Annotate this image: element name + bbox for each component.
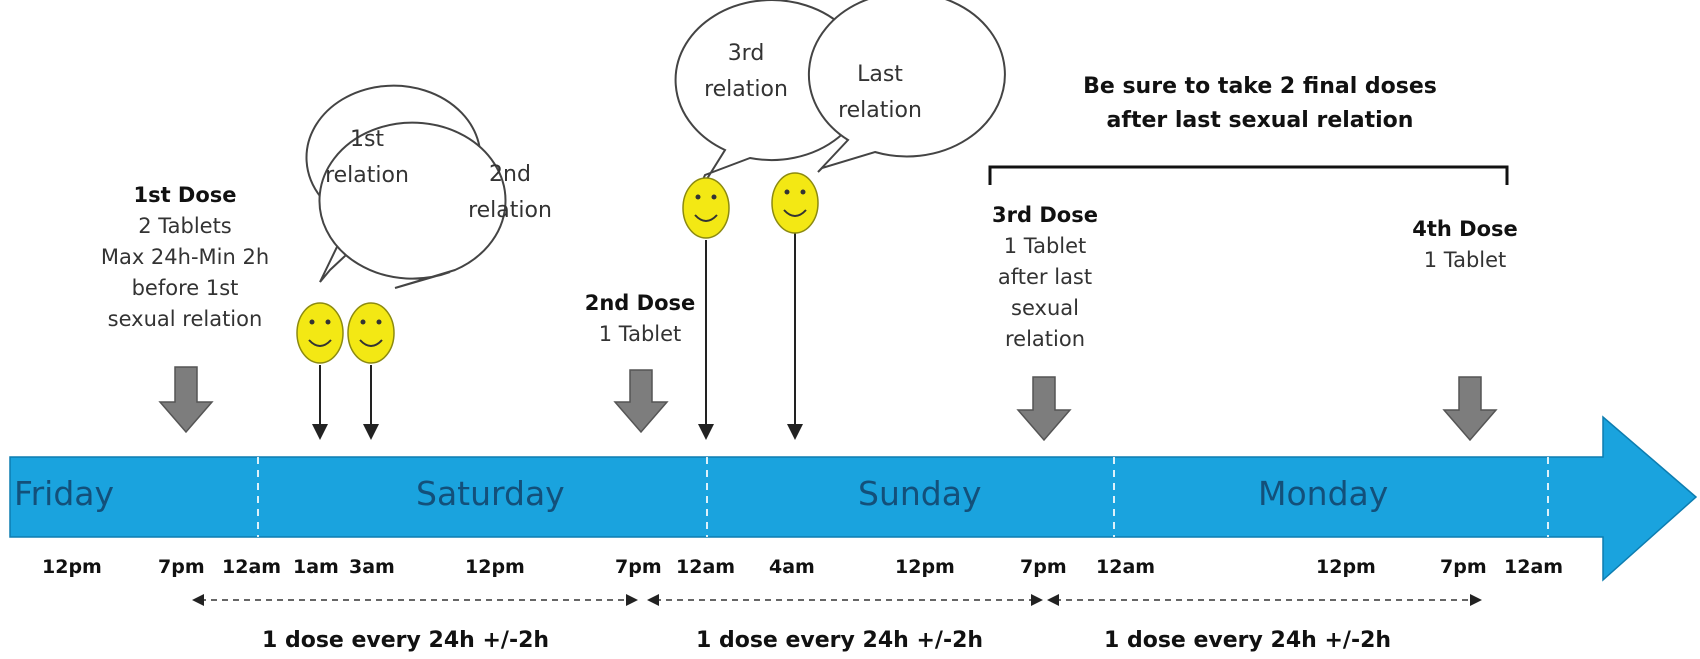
dose-detail: sexual	[1011, 296, 1079, 320]
dose-title: 1st Dose	[133, 183, 237, 207]
day-label-sunday: Sunday	[858, 474, 982, 513]
dose-arrow-icon	[1016, 376, 1072, 442]
time-label: 7pm	[1020, 556, 1067, 578]
day-label-monday: Monday	[1258, 474, 1389, 513]
relation-ordinal: 3rd	[727, 41, 765, 66]
interval-arrowhead	[1470, 594, 1482, 606]
dose-label-1st: 1st Dose 2 Tablets Max 24h-Min 2h before…	[80, 180, 290, 335]
speech-bubble-2nd	[318, 121, 507, 289]
relation-word: relation	[838, 98, 922, 123]
time-label: 12am	[1504, 556, 1564, 578]
interval-arrowhead	[1047, 594, 1059, 606]
day-label-friday: Friday	[14, 474, 115, 513]
dose-detail: after last	[997, 265, 1093, 289]
time-label: 7pm	[615, 556, 662, 578]
relation-word: relation	[704, 77, 788, 102]
smiley-icon	[771, 172, 819, 234]
smiley-icon	[347, 302, 395, 364]
interval-label: 1 dose every 24h +/-2h	[696, 628, 984, 653]
dose-title: 3rd Dose	[992, 203, 1098, 227]
dose-detail: 2 Tablets	[138, 214, 232, 238]
relation-ordinal: 2nd	[489, 162, 531, 187]
dose-detail: sexual relation	[107, 307, 263, 331]
dose-label-3rd: 3rd Dose 1 Tablet after last sexual rela…	[965, 200, 1125, 355]
time-label: 1am	[293, 556, 339, 578]
bubble-text-1st: 1st relation	[307, 122, 427, 194]
timeline-arrow	[9, 415, 1698, 582]
speech-bubble-last	[807, 0, 1006, 173]
relation-arrowhead	[698, 424, 714, 440]
relation-word: relation	[468, 198, 552, 223]
relation-ordinal: 1st	[349, 127, 385, 152]
dose-detail: relation	[1004, 327, 1086, 351]
interval-arrowhead	[1031, 594, 1043, 606]
final-doses-note: Be sure to take 2 final doses after last…	[1000, 70, 1520, 138]
smiley-icon	[296, 302, 344, 364]
time-label: 12am	[676, 556, 736, 578]
time-label: 7pm	[158, 556, 205, 578]
day-label-saturday: Saturday	[416, 474, 565, 513]
dose-label-4th: 4th Dose 1 Tablet	[1385, 214, 1545, 276]
dose-detail: 1 Tablet	[1423, 248, 1507, 272]
bubble-text-last: Last relation	[820, 57, 940, 129]
dose-arrow-icon	[1442, 376, 1498, 442]
bubble-text-3rd: 3rd relation	[686, 36, 806, 108]
time-label: 7pm	[1440, 556, 1487, 578]
dose-detail: 1 Tablet	[1003, 234, 1087, 258]
relation-ordinal: Last	[857, 62, 903, 87]
interval-arrowhead	[626, 594, 638, 606]
time-label: 4am	[769, 556, 815, 578]
dose-title: 4th Dose	[1412, 217, 1518, 241]
time-label: 12pm	[895, 556, 955, 578]
time-label: 12pm	[1316, 556, 1376, 578]
dose-detail: 1 Tablet	[598, 322, 682, 346]
dose-label-2nd: 2nd Dose 1 Tablet	[560, 288, 720, 350]
dose-arrow-icon	[613, 369, 669, 434]
dose-title: 2nd Dose	[584, 291, 696, 315]
relation-arrowhead	[312, 424, 328, 440]
dose-detail: before 1st	[131, 276, 239, 300]
interval-arrowhead	[647, 594, 659, 606]
final-doses-bracket	[988, 165, 1509, 185]
time-label: 12pm	[465, 556, 525, 578]
smiley-icon	[682, 177, 730, 239]
time-label: 12am	[1096, 556, 1156, 578]
relation-arrowhead	[363, 424, 379, 440]
dose-detail: Max 24h-Min 2h	[100, 245, 270, 269]
relation-word: relation	[325, 163, 409, 188]
bubble-text-2nd: 2nd relation	[450, 157, 570, 229]
relation-arrowhead	[787, 424, 803, 440]
time-label: 12pm	[42, 556, 102, 578]
time-label: 3am	[349, 556, 395, 578]
note-line: after last sexual relation	[1106, 108, 1414, 133]
time-label: 12am	[222, 556, 282, 578]
note-line: Be sure to take 2 final doses	[1083, 74, 1437, 99]
interval-arrowhead	[192, 594, 204, 606]
interval-label: 1 dose every 24h +/-2h	[262, 628, 550, 653]
dose-arrow-icon	[158, 366, 214, 434]
interval-label: 1 dose every 24h +/-2h	[1104, 628, 1392, 653]
